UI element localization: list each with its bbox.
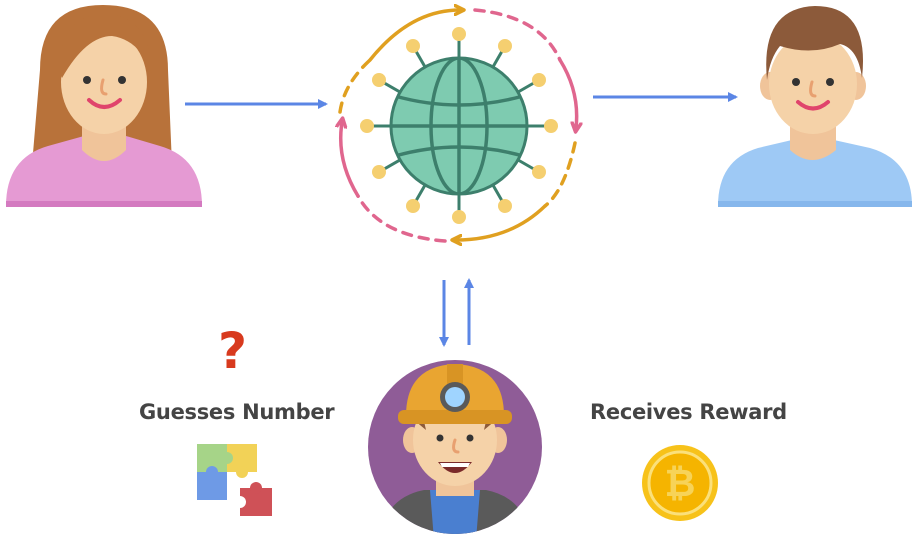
woman-avatar-icon [6,5,202,207]
svg-text:₿: ₿ [665,461,696,505]
question-mark-icon: ? [218,322,248,380]
cycle-arrows [340,10,577,241]
miner-avatar-icon [368,360,542,534]
globe-network-icon [360,27,558,224]
bitcoin-coin-icon: ₿ [642,445,718,521]
guesses-number-label: Guesses Number [139,400,335,424]
man-avatar-icon [718,6,912,207]
puzzle-icon [197,444,272,516]
receives-reward-label: Receives Reward [590,400,787,424]
